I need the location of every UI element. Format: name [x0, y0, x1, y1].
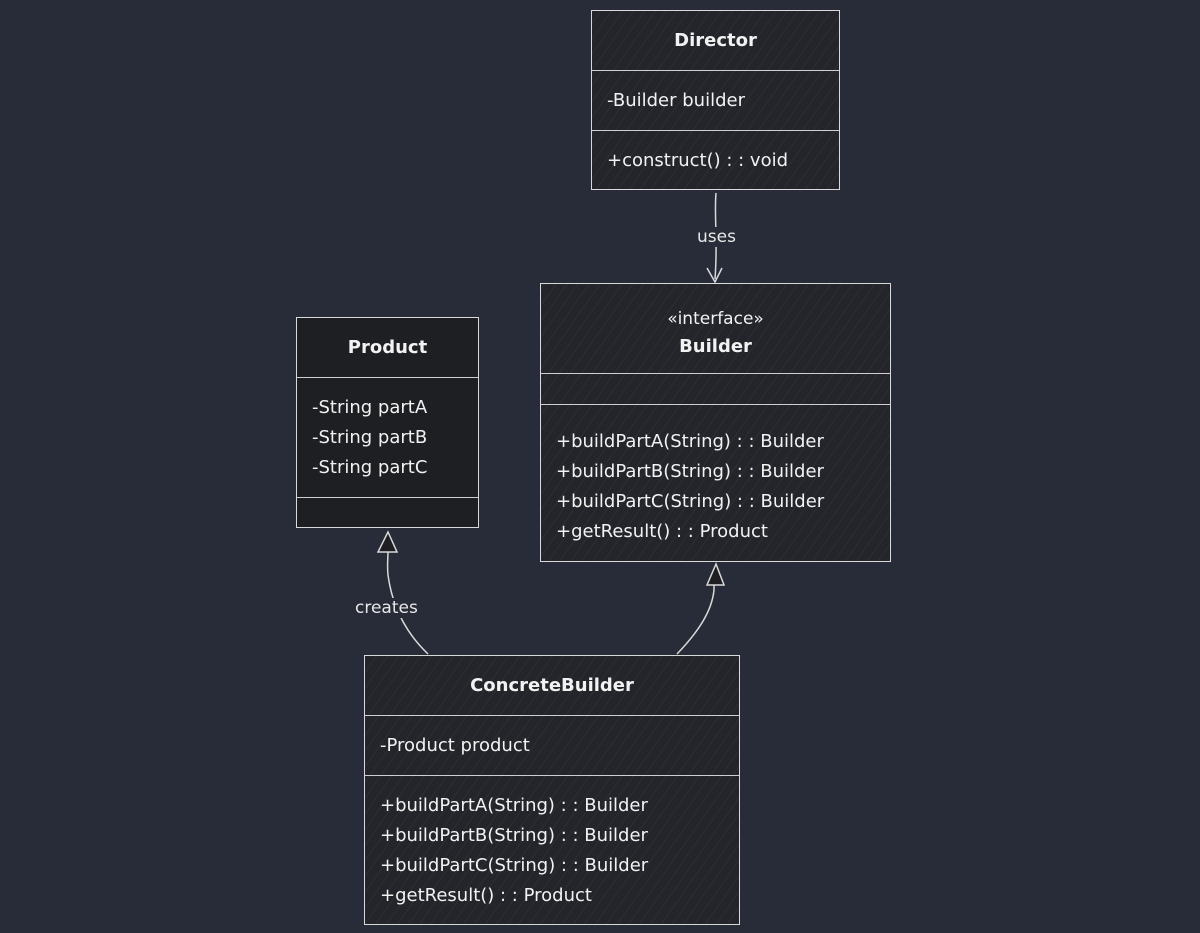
concrete-builder-methods: +buildPartA(String) : : Builder +buildPa…: [365, 776, 739, 926]
director-attributes: -Builder builder: [592, 71, 839, 131]
builder-class-name: Builder: [679, 335, 752, 357]
builder-method: +buildPartC(String) : : Builder: [556, 491, 825, 512]
uses-arrowhead: [706, 267, 723, 284]
uses-label: uses: [695, 227, 738, 247]
concrete-builder-attributes: -Product product: [365, 716, 739, 776]
concrete-builder-method: +buildPartC(String) : : Builder: [380, 855, 649, 876]
product-class[interactable]: Product -String partA -String partB -Str…: [296, 317, 479, 528]
director-attribute: -Builder builder: [607, 90, 745, 111]
product-class-name: Product: [347, 336, 428, 358]
concrete-builder-method: +buildPartA(String) : : Builder: [380, 795, 648, 816]
concrete-builder-class[interactable]: ConcreteBuilder -Product product +buildP…: [364, 655, 740, 925]
product-attribute: -String partC: [312, 457, 428, 478]
concrete-builder-header: ConcreteBuilder: [365, 656, 739, 716]
builder-interface-class[interactable]: «interface» Builder +buildPartA(String) …: [540, 283, 891, 562]
director-method: +construct() : : void: [607, 150, 789, 171]
creates-edge-line: [386, 551, 429, 655]
director-header: Director: [592, 11, 839, 71]
product-attribute: -String partB: [312, 427, 428, 448]
builder-stereotype: «interface»: [667, 308, 764, 329]
implements-edge-line: [676, 585, 715, 655]
builder-method: +getResult() : : Product: [556, 521, 768, 542]
creates-triangle-arrowhead: [376, 530, 399, 553]
product-methods: [297, 498, 478, 529]
creates-label: creates: [353, 598, 420, 618]
product-header: Product: [297, 318, 478, 378]
director-class[interactable]: Director -Builder builder +construct() :…: [591, 10, 840, 190]
builder-attributes: [541, 374, 890, 405]
director-class-name: Director: [674, 29, 757, 51]
builder-header: «interface» Builder: [541, 284, 890, 374]
builder-method: +buildPartB(String) : : Builder: [556, 461, 824, 482]
implements-triangle-arrowhead: [705, 562, 726, 586]
concrete-builder-class-name: ConcreteBuilder: [470, 674, 634, 696]
concrete-builder-attribute: -Product product: [380, 735, 530, 756]
concrete-builder-method: +buildPartB(String) : : Builder: [380, 825, 648, 846]
product-attribute: -String partA: [312, 397, 428, 418]
builder-method: +buildPartA(String) : : Builder: [556, 431, 824, 452]
director-methods: +construct() : : void: [592, 131, 839, 191]
builder-methods: +buildPartA(String) : : Builder +buildPa…: [541, 405, 890, 563]
concrete-builder-method: +getResult() : : Product: [380, 885, 592, 906]
product-attributes: -String partA -String partB -String part…: [297, 378, 478, 498]
